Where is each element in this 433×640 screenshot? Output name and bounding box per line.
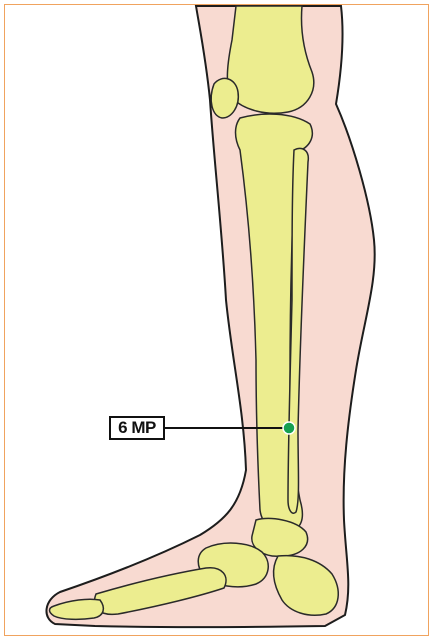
acupoint-marker[interactable] (283, 422, 295, 434)
femur (227, 6, 313, 113)
acupoint-label: 6 MP (109, 416, 165, 440)
